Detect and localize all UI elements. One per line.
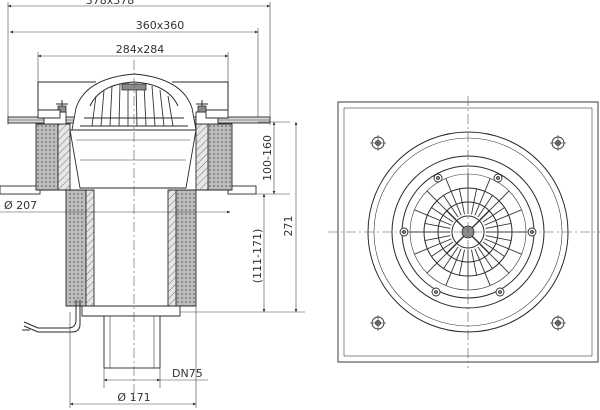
grate-rib [482,207,505,223]
grate-rib [414,238,452,255]
lower-wall-left [85,189,95,313]
ring-screw-bottom2 [495,287,505,297]
dim-label-grate: 284x284 [116,43,165,56]
base-ring [81,305,181,317]
outlet-pipe [103,315,161,369]
grate-rib [485,235,512,242]
dim-outer-diameter: Ø 207 [0,199,231,214]
grate-rib [431,207,454,223]
dim-outlet: DN75 [103,367,208,388]
grate-spoke [471,235,490,254]
plan-grate-ribs [410,174,526,290]
bolt-hole-tl [370,135,386,151]
grate-rib [474,178,491,216]
funnel [69,129,197,189]
grate-spoke [446,210,465,229]
grate-rib [485,222,512,229]
collar-frame-left [37,81,96,110]
dim-flange-inner: 360x360 [9,19,259,120]
collar-frame-right [172,81,229,110]
ring-screw-bottom [431,287,441,297]
grate-rib [445,248,462,286]
dim-adjust-range: (111-171) [251,193,266,313]
dim-label-upper-height: 100-160 [261,135,274,181]
ring-screw-top2 [493,173,503,183]
grate-rib [477,195,493,218]
grate-rib [424,235,451,242]
dim-label-outlet: DN75 [172,367,203,380]
plan-view [328,96,600,368]
collar-left [37,109,61,119]
dim-label-body-diameter: Ø 171 [117,391,150,404]
grate-rib [443,195,459,218]
lower-wall-right [167,189,177,313]
grate-rib [484,209,522,226]
grate-spoke [446,235,465,254]
bolt-hole-br [550,315,566,331]
grate-rib [484,238,522,255]
grate-rib [431,241,454,257]
grate-spoke [471,210,490,229]
grate-rib [471,249,478,276]
dim-label-outer-diameter: Ø 207 [4,199,37,212]
dim-label-flange-outer: 378x378 [86,0,135,7]
grate-rib [482,241,505,257]
roof-membrane-left [0,185,41,195]
grate-rib [443,246,459,269]
bolt-hole-bl [370,315,386,331]
dim-body-diameter: Ø 171 [69,306,197,408]
ring-screw-top [433,173,443,183]
grate-rib [471,188,478,215]
dim-label-adjust-range: (111-171) [251,229,264,284]
grate-rib [474,248,491,286]
grate-rib [414,209,452,226]
section-view: 378x378 360x360 284x284 [0,0,305,408]
lower-insulation-left [65,189,87,307]
dim-upper-height: 100-160 [240,121,290,195]
heating-cable [38,300,81,333]
lower-insulation-right [175,189,197,307]
upper-insulation-right [207,123,233,191]
collar-right [205,109,229,119]
dim-flange-outer: 378x378 [7,0,271,125]
bolt-hole-tr [550,135,566,151]
grate-rib [477,246,493,269]
grate-rib [458,188,465,215]
grate-rib [424,222,451,229]
dim-label-flange-inner: 360x360 [136,19,185,32]
grate-rib [445,178,462,216]
upper-insulation-left [35,123,59,191]
dim-label-total-height: 271 [282,216,295,237]
upper-wall-left [57,123,71,191]
upper-wall-right [195,123,209,191]
dim-total-height: 271 [180,121,305,313]
grate-rib [458,249,465,276]
